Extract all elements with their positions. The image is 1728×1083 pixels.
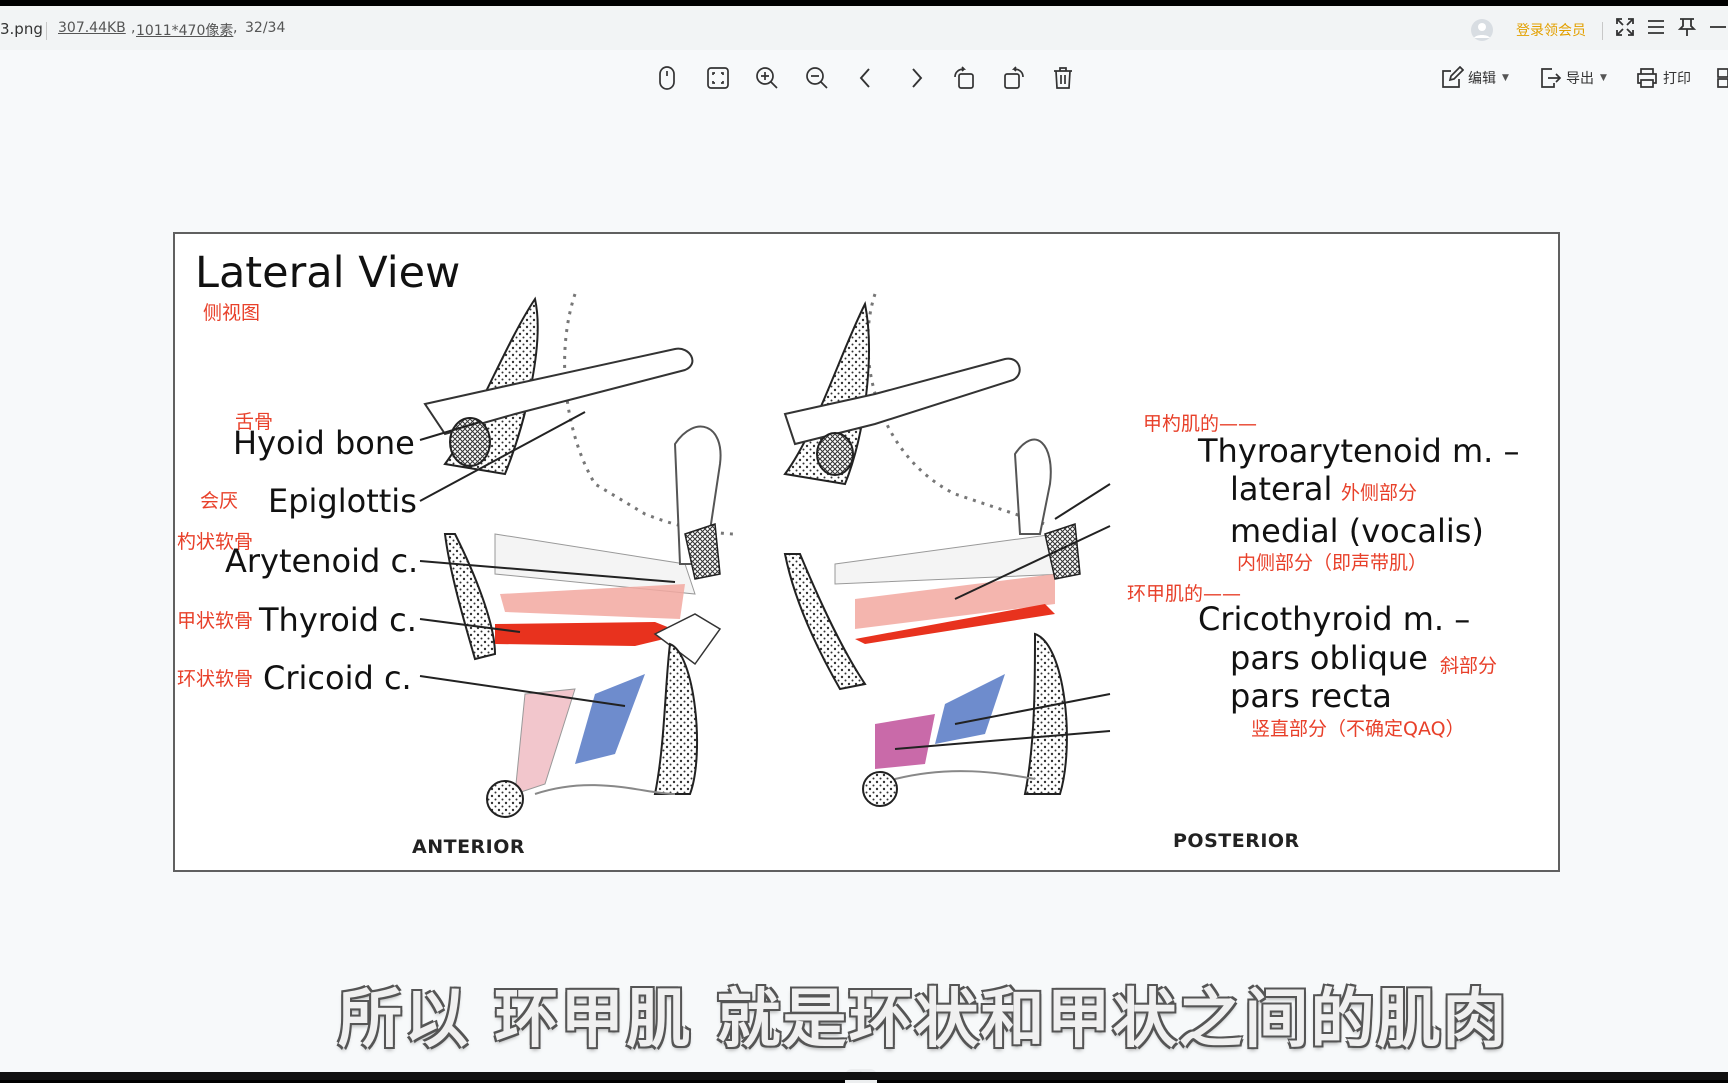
caret-down-icon: ▼ xyxy=(1502,73,1509,83)
medial-label-cn: 内侧部分（即声带肌） xyxy=(1237,552,1428,574)
page-counter: 32/34 xyxy=(245,20,286,36)
avatar-icon[interactable] xyxy=(1470,18,1494,46)
muscle-medial-shape xyxy=(495,622,685,646)
anterior-caption: ANTERIOR xyxy=(412,836,526,858)
cricothyroid-label-cn: 环甲肌的—— xyxy=(1127,583,1242,605)
hyoid-label-cn: 舌骨 xyxy=(235,411,274,433)
rotate-right-icon[interactable] xyxy=(1001,65,1027,95)
thyroarytenoid-label-cn: 甲杓肌的—— xyxy=(1143,413,1258,435)
image-viewer: 3.png 307.44KB , 1011*470像素 , 32/34 登录领会… xyxy=(0,6,1728,1083)
muscle-lateral-shape xyxy=(500,584,685,619)
thyroid-label: Thyroid c. xyxy=(259,601,417,639)
caret-down-icon: ▼ xyxy=(1600,73,1607,83)
medial-label: medial (vocalis) xyxy=(1230,512,1484,550)
posterior-diagram xyxy=(783,293,1111,807)
arytenoid-label: Arytenoid c. xyxy=(225,542,419,580)
print-icon xyxy=(1637,68,1657,88)
cricothyroid-recta-shape xyxy=(875,714,935,769)
figure-title-cn: 侧视图 xyxy=(203,302,261,324)
edit-label: 编辑 xyxy=(1468,71,1496,87)
next-icon[interactable] xyxy=(903,65,929,95)
lateral-label-cn: 外侧部分 xyxy=(1341,482,1418,504)
divider xyxy=(1602,22,1603,40)
epiglottis-label-cn: 会厌 xyxy=(200,490,239,512)
thyroarytenoid-label: Thyroarytenoid m. – xyxy=(1198,432,1520,470)
epiglottis-label: Epiglottis xyxy=(268,482,417,520)
pars-oblique-label-cn: 斜部分 xyxy=(1440,655,1498,677)
hyoid-label: Hyoid bone xyxy=(233,424,415,462)
print-label: 打印 xyxy=(1663,71,1691,87)
export-label: 导出 xyxy=(1566,71,1594,87)
thyroid-label-cn: 甲状软骨 xyxy=(177,610,254,632)
previous-icon[interactable] xyxy=(853,65,879,95)
figure-title: Lateral View xyxy=(195,248,461,298)
zoom-out-icon[interactable] xyxy=(804,65,830,95)
cricoid-label: Cricoid c. xyxy=(263,659,412,697)
export-icon xyxy=(1541,68,1562,88)
cricoid-label-cn: 环状软骨 xyxy=(177,668,254,690)
file-size[interactable]: 307.44KB xyxy=(58,20,126,36)
pars-oblique-label: pars oblique xyxy=(1230,639,1428,677)
arytenoid-label-cn: 杓状软骨 xyxy=(177,531,254,553)
minimize-icon[interactable] xyxy=(1708,16,1728,42)
edit-button[interactable]: 编辑 ▼ xyxy=(1440,66,1509,90)
export-button[interactable]: 导出 ▼ xyxy=(1538,66,1607,90)
pin-icon[interactable] xyxy=(1676,16,1698,42)
cricothyroid-label: Cricothyroid m. – xyxy=(1198,600,1471,638)
edit-icon xyxy=(1442,66,1464,88)
mouse-icon[interactable] xyxy=(655,65,679,95)
print-button[interactable]: 打印 xyxy=(1635,66,1691,90)
lateral-label: lateral xyxy=(1230,470,1333,508)
video-subtitle: 所以 环甲肌 就是环状和甲状之间的肌肉 xyxy=(338,983,1509,1057)
larynx-illustration xyxy=(419,293,1111,818)
pars-recta-label-cn: 竖直部分（不确定QAQ） xyxy=(1251,718,1465,740)
posterior-caption: POSTERIOR xyxy=(1173,830,1300,852)
image-dimensions[interactable]: 1011*470像素 xyxy=(136,23,234,39)
delete-icon[interactable] xyxy=(1050,65,1076,95)
displayed-image: Lateral View 侧视图 舌骨 Hyoid bone 会厌 Epiglo… xyxy=(173,232,1560,872)
rotate-left-icon[interactable] xyxy=(951,65,977,95)
file-name: 3.png xyxy=(0,20,43,38)
cricothyroid-oblique-shape xyxy=(935,674,1005,744)
anterior-diagram xyxy=(419,293,736,818)
title-bar: 3.png 307.44KB , 1011*470像素 , 32/34 登录领会… xyxy=(0,6,1728,50)
fullscreen-icon[interactable] xyxy=(1614,16,1636,42)
zoom-in-icon[interactable] xyxy=(754,65,780,95)
menu-icon[interactable] xyxy=(1645,16,1667,42)
pars-recta-label: pars recta xyxy=(1230,677,1392,715)
divider xyxy=(46,22,47,40)
login-member-link[interactable]: 登录领会员 xyxy=(1516,23,1586,39)
bottom-bar xyxy=(0,1072,1728,1080)
fit-screen-icon[interactable] xyxy=(705,65,731,95)
more-icon[interactable] xyxy=(1716,66,1728,94)
